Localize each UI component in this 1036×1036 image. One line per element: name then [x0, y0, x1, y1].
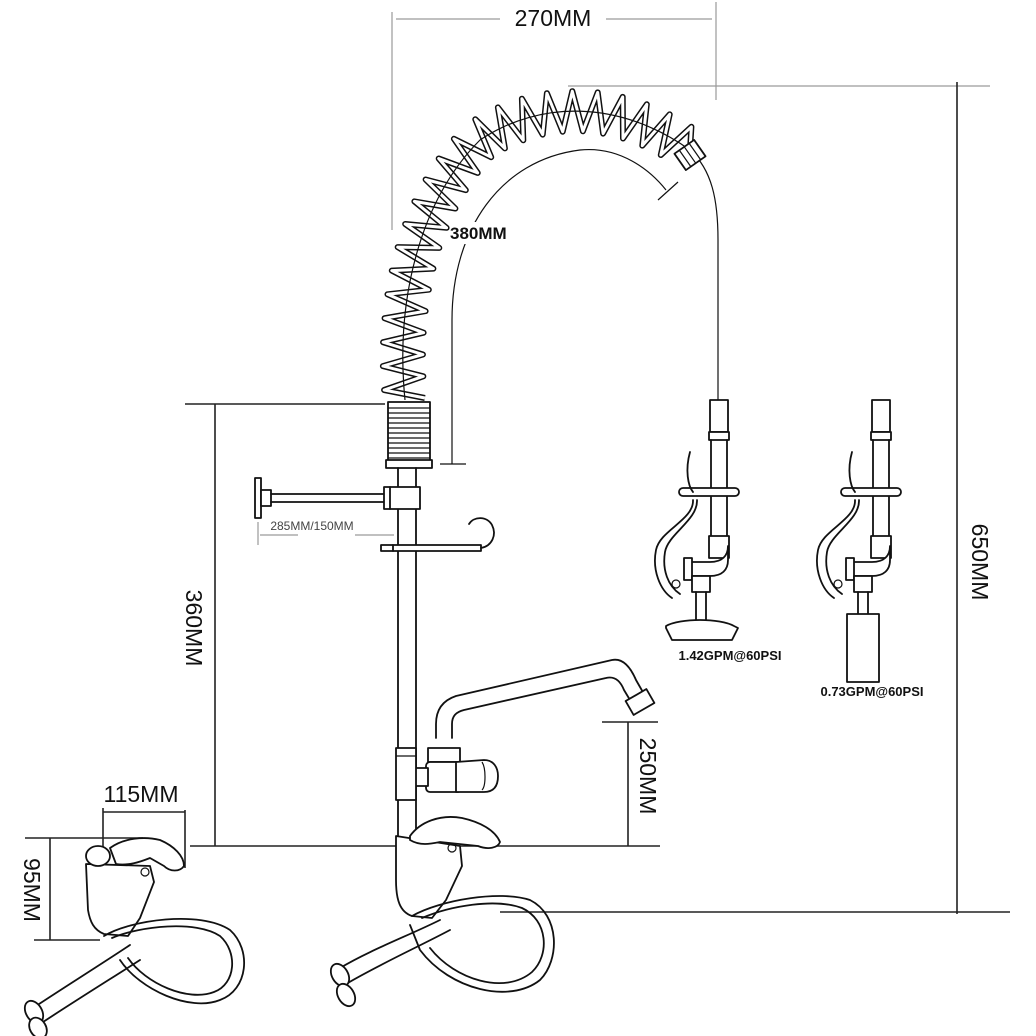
dimension-mixer: 115MM 95MM — [19, 781, 186, 941]
label-95mm: 95MM — [19, 858, 45, 922]
label-285-150mm: 285MM/150MM — [270, 519, 353, 533]
spray-valve-standard: 1.42GPM@60PSI — [654, 399, 782, 663]
flex-hose — [402, 110, 719, 401]
dimension-270mm: 270MM — [391, 2, 717, 230]
dimension-650mm: 650MM — [500, 82, 1010, 914]
label-115mm: 115MM — [104, 781, 179, 807]
label-250mm: 250MM — [635, 738, 661, 815]
label-380mm: 380MM — [450, 224, 507, 243]
spring-coil — [379, 88, 695, 401]
supply-hoses — [329, 895, 555, 1008]
spring-end-cap — [673, 139, 707, 171]
flow-rate-standard: 1.42GPM@60PSI — [678, 648, 781, 663]
add-on-spout — [395, 658, 656, 801]
label-270mm: 270MM — [515, 5, 592, 31]
spray-hook — [380, 517, 495, 552]
spring-coil-outline — [379, 88, 695, 401]
label-650mm: 650MM — [967, 524, 993, 601]
flow-rate-low-flow: 0.73GPM@60PSI — [820, 684, 923, 699]
mixer-side-view — [23, 837, 245, 1036]
label-360mm: 360MM — [181, 590, 207, 667]
dimension-285-150mm: 285MM/150MM — [257, 519, 394, 545]
dimension-250mm: 250MM — [602, 721, 661, 846]
mixer-body — [395, 816, 501, 919]
spray-valve-low-flow: 0.73GPM@60PSI — [816, 399, 924, 699]
wall-bracket — [254, 477, 421, 519]
spring-coil-fill — [381, 89, 693, 400]
dimension-380mm: 380MM — [440, 148, 679, 465]
